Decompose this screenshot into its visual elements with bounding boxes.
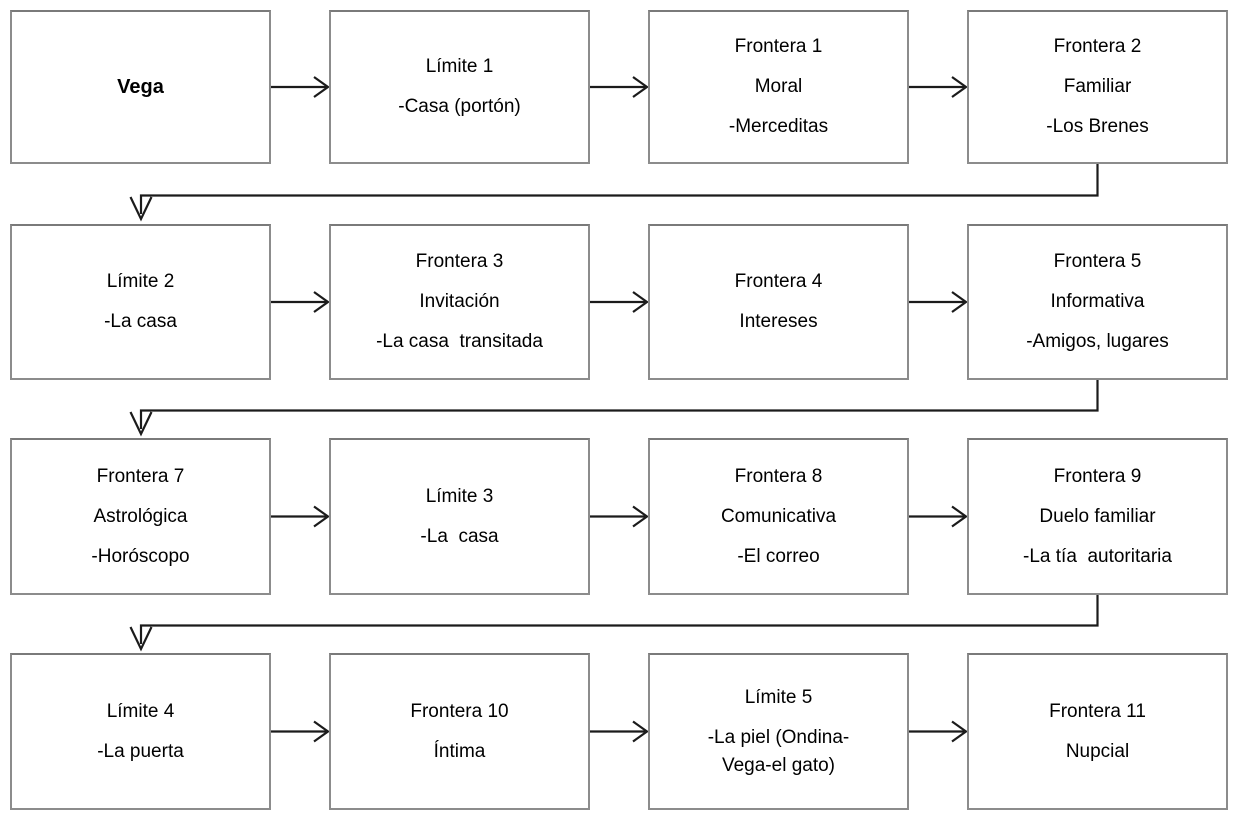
box-frontera-4: Frontera 4 Intereses — [648, 224, 909, 380]
box-frontera-8: Frontera 8 Comunicativa -El correo — [648, 438, 909, 595]
box-limite-3: Límite 3 -La casa — [329, 438, 590, 595]
box-detail: -La puerta — [97, 740, 184, 762]
arrow-frontera1-to-frontera2 — [909, 76, 968, 98]
box-detail: -Amigos, lugares — [1026, 331, 1169, 352]
box-frontera-7: Frontera 7 Astrológica -Horóscopo — [10, 438, 271, 595]
box-subtitle: Moral — [754, 76, 803, 97]
box-title: Vega — [117, 76, 164, 98]
box-frontera-1: Frontera 1 Moral -Merceditas — [648, 10, 909, 164]
box-title: Frontera 7 — [96, 465, 185, 487]
box-limite-1: Límite 1 -Casa (portón) — [329, 10, 590, 164]
box-vega: Vega — [10, 10, 271, 164]
box-title: Límite 5 — [744, 686, 813, 708]
arrow-limite5-to-frontera11 — [909, 720, 968, 743]
box-title: Frontera 9 — [1053, 465, 1142, 487]
box-limite-5: Límite 5 -La piel (Ondina- Vega-el gato) — [648, 653, 909, 810]
arrow-limite4-to-frontera10 — [271, 720, 330, 743]
box-frontera-9: Frontera 9 Duelo familiar -La tía autori… — [967, 438, 1228, 595]
box-title: Frontera 4 — [734, 271, 823, 292]
box-detail: -Casa (portón) — [398, 96, 521, 117]
box-title: Frontera 1 — [734, 36, 823, 57]
box-title: Límite 4 — [106, 700, 175, 722]
arrow-frontera3-to-frontera4 — [590, 291, 649, 313]
box-detail: -La casa transitada — [376, 331, 543, 352]
box-frontera-3: Frontera 3 Invitación -La casa transitad… — [329, 224, 590, 380]
box-detail: -El correo — [737, 545, 820, 567]
box-title: Límite 3 — [425, 485, 494, 507]
box-title: Frontera 8 — [734, 465, 823, 487]
arrow-frontera4-to-frontera5 — [909, 291, 968, 313]
box-title: Frontera 5 — [1053, 251, 1142, 272]
box-title: Frontera 2 — [1053, 36, 1142, 57]
box-frontera-5: Frontera 5 Informativa -Amigos, lugares — [967, 224, 1228, 380]
box-frontera-11: Frontera 11 Nupcial — [967, 653, 1228, 810]
arrow-vega-to-limite1 — [271, 76, 330, 98]
box-limite-4: Límite 4 -La puerta — [10, 653, 271, 810]
box-frontera-2: Frontera 2 Familiar -Los Brenes — [967, 10, 1228, 164]
box-detail: -Merceditas — [728, 116, 829, 137]
box-subtitle: Comunicativa — [720, 505, 837, 527]
box-subtitle: Familiar — [1063, 76, 1132, 97]
box-subtitle: Invitación — [419, 291, 500, 312]
box-subtitle: Íntima — [433, 740, 486, 762]
box-title: Frontera 11 — [1049, 700, 1146, 722]
box-detail: -La casa — [420, 525, 499, 547]
box-frontera-10: Frontera 10 Íntima — [329, 653, 590, 810]
wrap-arrow-row1-to-row2 — [129, 164, 1099, 222]
arrow-limite1-to-frontera1 — [590, 76, 649, 98]
box-title: Frontera 10 — [410, 700, 509, 722]
box-detail: -Los Brenes — [1046, 116, 1149, 137]
box-subtitle: Nupcial — [1065, 740, 1130, 762]
arrow-limite3-to-frontera8 — [590, 505, 649, 528]
box-title: Límite 2 — [106, 271, 175, 292]
box-subtitle: Duelo familiar — [1039, 505, 1156, 527]
box-subtitle: Astrológica — [93, 505, 188, 527]
box-subtitle: Informativa — [1050, 291, 1145, 312]
box-detail: -Horóscopo — [91, 545, 190, 567]
wrap-arrow-row2-to-row3 — [129, 380, 1099, 437]
box-detail: -La tía autoritaria — [1023, 545, 1172, 567]
box-title: Frontera 3 — [415, 251, 504, 272]
wrap-arrow-row3-to-row4 — [129, 595, 1099, 652]
arrow-limite2-to-frontera3 — [271, 291, 330, 313]
arrow-frontera10-to-limite5 — [590, 720, 649, 743]
arrow-frontera7-to-limite3 — [271, 505, 330, 528]
box-title: Límite 1 — [425, 56, 494, 77]
box-detail: -La piel (Ondina- Vega-el gato) — [707, 726, 850, 776]
arrow-frontera8-to-frontera9 — [909, 505, 968, 528]
box-limite-2: Límite 2 -La casa — [10, 224, 271, 380]
box-subtitle: Intereses — [739, 311, 818, 332]
box-detail: -La casa — [104, 311, 177, 332]
